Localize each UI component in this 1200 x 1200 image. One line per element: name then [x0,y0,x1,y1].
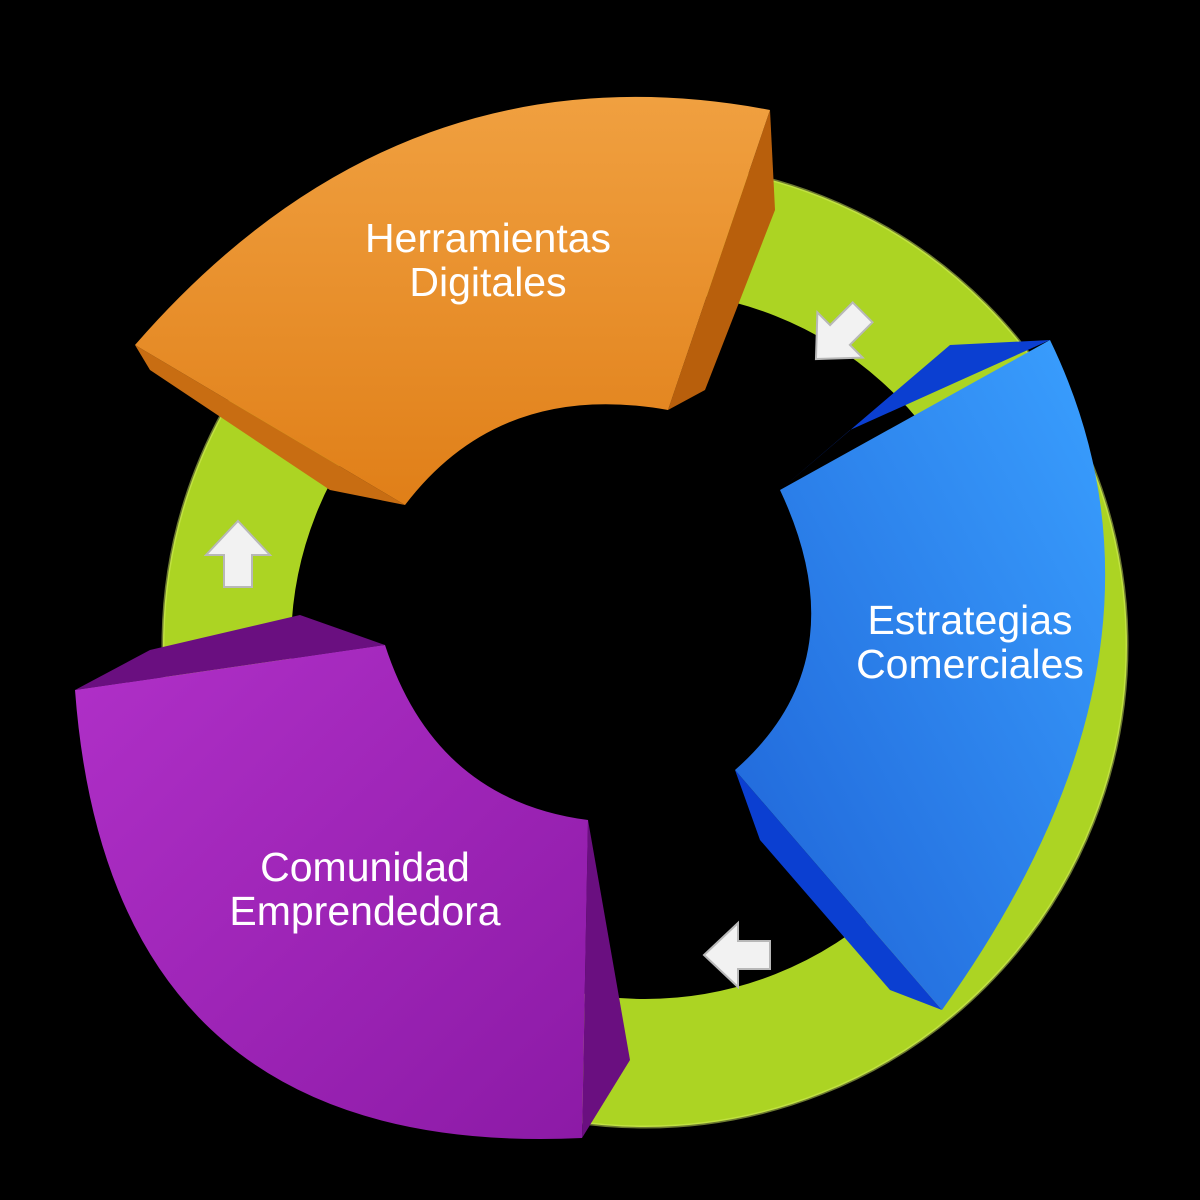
segment-estrategias-line2: Comerciales [856,641,1084,687]
segment-herramientas-label: Herramientas Digitales [365,216,611,304]
segment-comunidad-top [75,615,385,690]
segment-estrategias [735,340,1106,1010]
segment-estrategias-line1: Estrategias [867,597,1073,643]
segment-comunidad-side [582,820,630,1138]
segment-comunidad-line2: Emprendedora [229,888,501,934]
segment-herramientas-side [668,110,775,410]
segment-herramientas-face [135,96,770,505]
segment-estrategias-face [735,340,1106,1010]
segment-herramientas-line1: Herramientas [364,215,612,261]
arrow-up-icon [203,519,273,588]
segment-estrategias-label: Estrategias Comerciales [856,598,1084,686]
segment-comunidad-face [75,645,588,1139]
segment-herramientas [135,96,775,505]
arrow-left-icon [702,920,771,990]
segment-herramientas-line2: Digitales [409,259,567,305]
segment-comunidad-line1: Comunidad [260,844,470,890]
segment-comunidad [75,615,630,1139]
segment-comunidad-label: Comunidad Emprendedora [229,845,500,933]
arrow-down-right-icon [814,301,874,361]
